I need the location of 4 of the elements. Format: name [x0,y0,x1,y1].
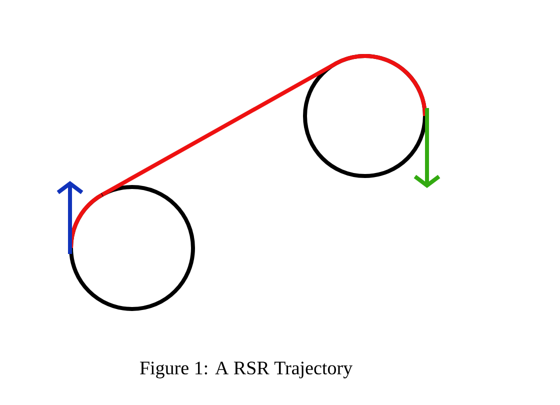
trajectory-line [101,62,337,196]
circle [69,185,195,311]
circle [303,54,427,178]
caption: Figure 1: A RSR Trajectory [140,362,352,378]
